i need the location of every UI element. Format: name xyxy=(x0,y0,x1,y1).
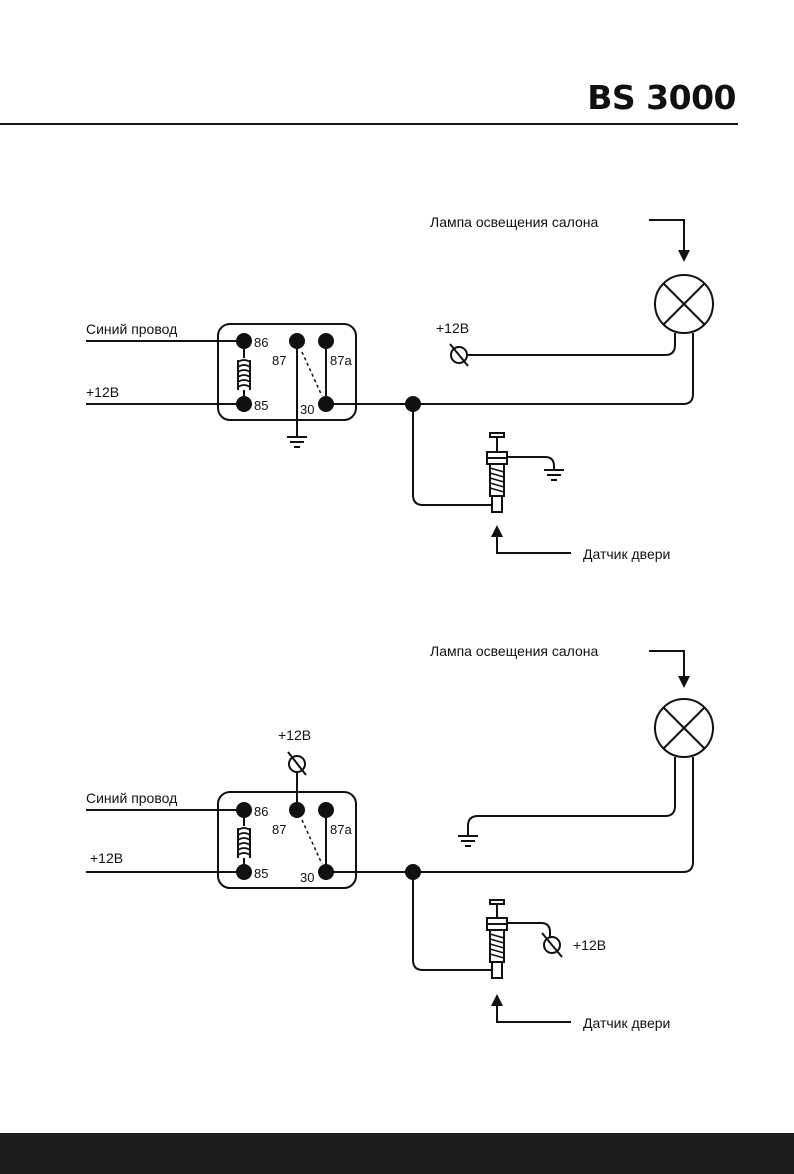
switch-line xyxy=(468,333,676,356)
ground-symbol xyxy=(458,835,478,847)
sensor-label: Датчик двери xyxy=(583,546,670,562)
pin-87a-label: 87a xyxy=(330,353,352,368)
door-sensor xyxy=(486,899,551,979)
relay-power-switch-symbol xyxy=(287,751,307,776)
sensor-arrowhead xyxy=(491,525,503,537)
pin-87-label: 87 xyxy=(272,353,286,368)
sensor-arrow xyxy=(496,535,571,554)
main-line xyxy=(326,333,694,405)
sensor-arrowhead xyxy=(491,994,503,1006)
lamp-label: Лампа освещения салона xyxy=(430,643,599,659)
sensor-lead xyxy=(412,404,492,506)
cabin-lamp xyxy=(654,698,714,758)
sensor-label: Датчик двери xyxy=(583,1015,670,1031)
power-left-label: +12B xyxy=(90,850,123,866)
lamp-arrowhead xyxy=(678,676,690,688)
pin-87a-label: 87a xyxy=(330,822,352,837)
blue-wire-label: Синий провод xyxy=(86,790,177,806)
ground-symbol xyxy=(287,436,307,448)
pin-87-label: 87 xyxy=(272,822,286,837)
lamp-arrow xyxy=(649,650,685,678)
lamp-label: Лампа освещения салона xyxy=(430,214,599,230)
footer-band xyxy=(0,1133,794,1174)
pin-85-label: 85 xyxy=(254,866,268,881)
pin-30-label: 30 xyxy=(300,402,314,417)
door-sensor xyxy=(486,432,564,513)
sensor-arrow xyxy=(496,1004,571,1023)
diagram-1 xyxy=(86,219,714,554)
sensor-lead xyxy=(412,872,492,971)
power-switch-label: +12B xyxy=(436,320,469,336)
lamp-arrow xyxy=(649,219,685,252)
power-switch-symbol xyxy=(449,343,469,367)
lamp-arrowhead xyxy=(678,250,690,262)
brand-title: BS 3000 xyxy=(587,78,736,117)
relay-switch xyxy=(301,351,323,397)
blue-wire-label: Синий провод xyxy=(86,321,177,337)
pin-85-label: 85 xyxy=(254,398,268,413)
power-sensor-label: +12B xyxy=(573,937,606,953)
pin-86-label: 86 xyxy=(254,804,268,819)
diagram-2-dots xyxy=(236,802,421,880)
cabin-lamp xyxy=(654,274,714,334)
pin-86-label: 86 xyxy=(254,335,268,350)
relay-box xyxy=(217,323,357,421)
header-rule xyxy=(0,123,738,125)
diagram-1-labels: Лампа освещения салона Синий провод +12B… xyxy=(86,214,670,562)
relay-coil xyxy=(237,810,251,872)
lamp-ground-line xyxy=(467,757,676,836)
main-line xyxy=(326,757,694,873)
pin-30-label: 30 xyxy=(300,870,314,885)
relay-switch xyxy=(301,819,323,865)
power-relay-label: +12B xyxy=(278,727,311,743)
relay-box xyxy=(217,791,357,889)
relay-coil xyxy=(237,341,251,404)
power-left-label: +12B xyxy=(86,384,119,400)
sensor-power-switch-symbol xyxy=(541,932,563,958)
diagram-2-labels: Лампа освещения салона Синий провод +12B… xyxy=(86,643,670,1031)
diagram-1-dots xyxy=(236,333,421,412)
diagram-2 xyxy=(86,650,714,1023)
